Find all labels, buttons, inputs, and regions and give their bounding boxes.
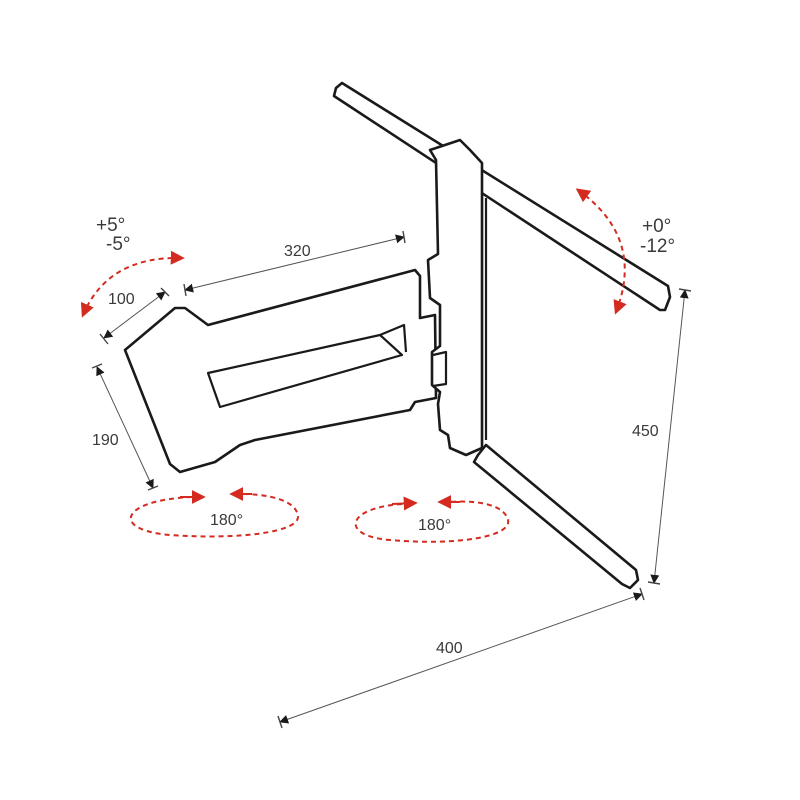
arm-slot-bevel: [379, 323, 408, 353]
arm-tilt-arrow: [80, 250, 185, 318]
dim-label-plate-height: 450: [632, 423, 659, 440]
dim-line-plate-height: [650, 289, 689, 584]
arm-slot: [206, 333, 404, 409]
plate-tilt-arrow: [575, 188, 627, 315]
wall-swivel-ellipse: [129, 493, 299, 538]
plate-tilt-down-label: -12°: [640, 236, 675, 257]
arm-tilt-down-label: -5°: [106, 234, 131, 255]
plate-tilt-up-label: +0°: [642, 216, 671, 237]
wall-swivel-label: 180°: [210, 512, 243, 529]
arm-swivel-ellipse: [354, 500, 510, 543]
dim-line-plate-width: [279, 592, 643, 724]
hinge-notch: [432, 350, 448, 388]
plate-lower-bar: [472, 443, 640, 590]
hinge-block: [426, 138, 484, 457]
dim-label-arm-width: 100: [108, 291, 135, 308]
arm-body: [123, 268, 438, 474]
dim-line-arm-length: [184, 234, 405, 293]
dim-label-arm-depth: 190: [92, 432, 119, 449]
dim-label-plate-width: 400: [436, 640, 463, 657]
arm-swivel-label: 180°: [418, 517, 451, 534]
dim-line-arm-depth: [96, 366, 154, 489]
plate-upper-bar: [332, 81, 672, 312]
arm-tilt-up-label: +5°: [96, 215, 125, 236]
dim-label-arm-length: 320: [284, 243, 311, 260]
